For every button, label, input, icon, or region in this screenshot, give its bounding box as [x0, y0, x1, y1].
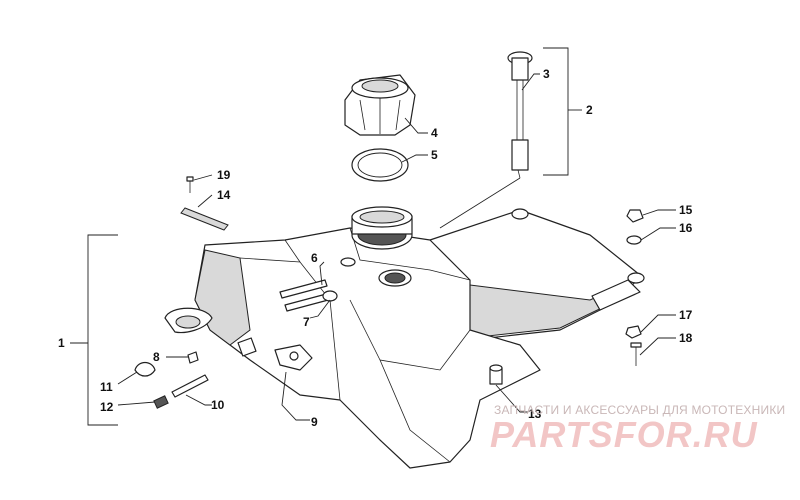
watermark-brand: PARTSFOR.RU [490, 414, 758, 455]
callout-4: 4 [431, 126, 438, 140]
watermark-tagline: ЗАПЧАСТИ И АКСЕССУАРЫ ДЛЯ МОТОТЕХНИКИ [494, 403, 786, 417]
callout-18: 18 [679, 331, 693, 345]
leader-lines [70, 47, 676, 426]
gas-cap [344, 74, 416, 136]
callout-1: 1 [58, 336, 65, 350]
fuel-gauge-assembly [507, 51, 533, 179]
callout-12: 12 [100, 400, 114, 414]
cap-gasket [351, 148, 409, 182]
callout-17: 17 [679, 308, 693, 322]
callout-16: 16 [679, 221, 693, 235]
callout-7: 7 [303, 315, 310, 329]
fuel-tank [164, 206, 645, 469]
callout-2: 2 [586, 103, 593, 117]
callout-labels: 1 2 3 4 5 6 7 8 9 10 11 12 13 14 15 16 1… [58, 67, 693, 429]
callout-14: 14 [217, 188, 231, 202]
callout-9: 9 [311, 415, 318, 429]
callout-15: 15 [679, 203, 693, 217]
callout-10: 10 [211, 398, 225, 412]
callout-19: 19 [217, 168, 231, 182]
callout-5: 5 [431, 148, 438, 162]
hardware [134, 176, 644, 409]
callout-3: 3 [543, 67, 550, 81]
callout-11: 11 [100, 380, 113, 394]
callout-13: 13 [528, 407, 542, 421]
callout-8: 8 [153, 350, 160, 364]
callout-6: 6 [311, 251, 318, 265]
